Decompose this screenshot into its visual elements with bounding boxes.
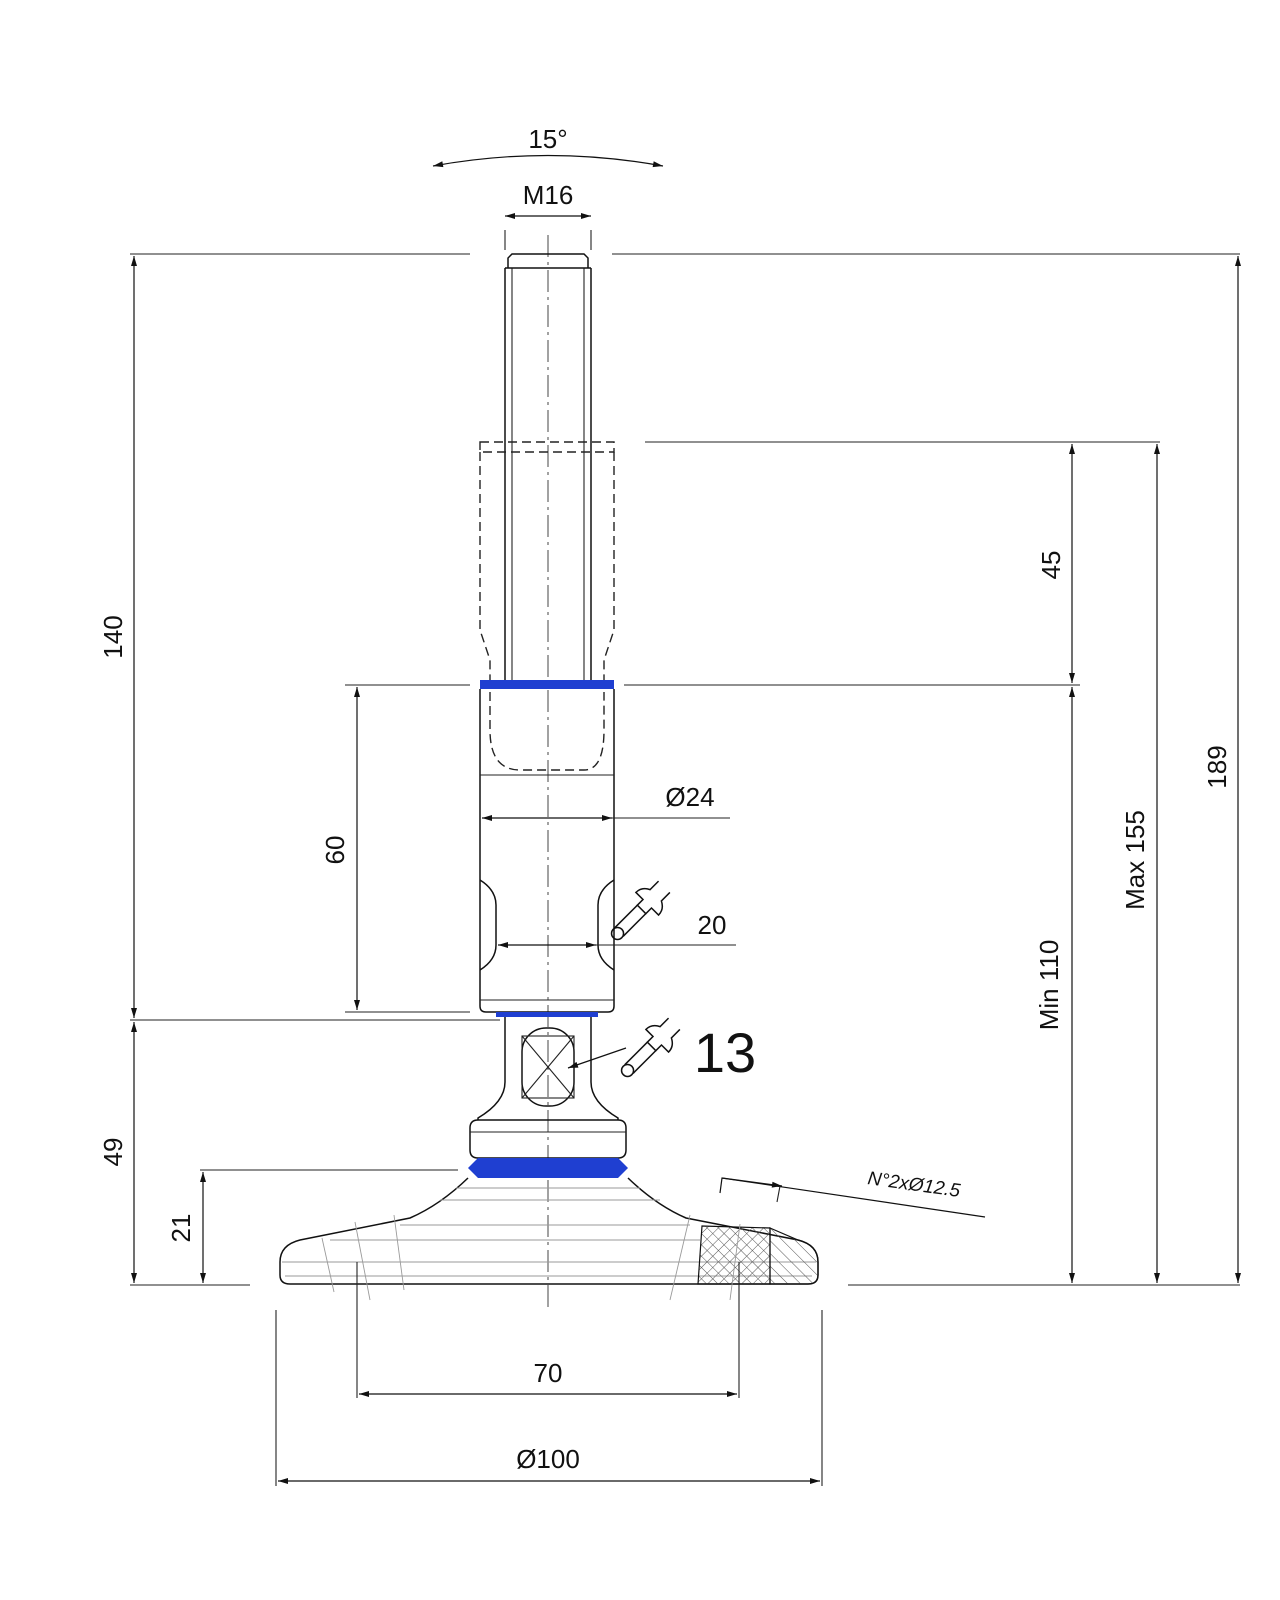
body-length-label: 60	[320, 836, 350, 865]
seal-ring-base	[468, 1158, 628, 1178]
adjust-travel-label: 45	[1036, 551, 1066, 580]
max-height-label: Max 155	[1120, 810, 1150, 910]
seal-ring-middle	[496, 1012, 598, 1017]
wrench-icon	[620, 1017, 681, 1078]
wrench-joint-label: 13	[694, 1021, 756, 1084]
tilt-arc	[432, 154, 664, 168]
adjuster-body	[479, 689, 615, 1013]
body-max-position	[479, 441, 615, 682]
base-height-label: 49	[98, 1138, 128, 1167]
wrench-body-label: 20	[698, 910, 727, 940]
min-height-label: Min 110	[1034, 940, 1064, 1031]
threaded-stud	[504, 253, 592, 682]
total-height-label: 189	[1202, 745, 1232, 788]
base-disc	[279, 1177, 819, 1301]
hole-spacing-label: 70	[534, 1358, 563, 1388]
pad-height-label: 21	[166, 1214, 196, 1243]
thread-label: M16	[523, 180, 574, 210]
tilt-angle-label: 15°	[528, 124, 567, 154]
body-diameter-label: Ø24	[665, 782, 714, 812]
seal-ring-top	[480, 680, 614, 689]
base-diameter-label: Ø100	[516, 1444, 580, 1474]
stud-length-label: 140	[98, 615, 128, 658]
holes-note: N°2xØ12.5	[866, 1168, 962, 1202]
wrench-icon	[610, 880, 671, 941]
